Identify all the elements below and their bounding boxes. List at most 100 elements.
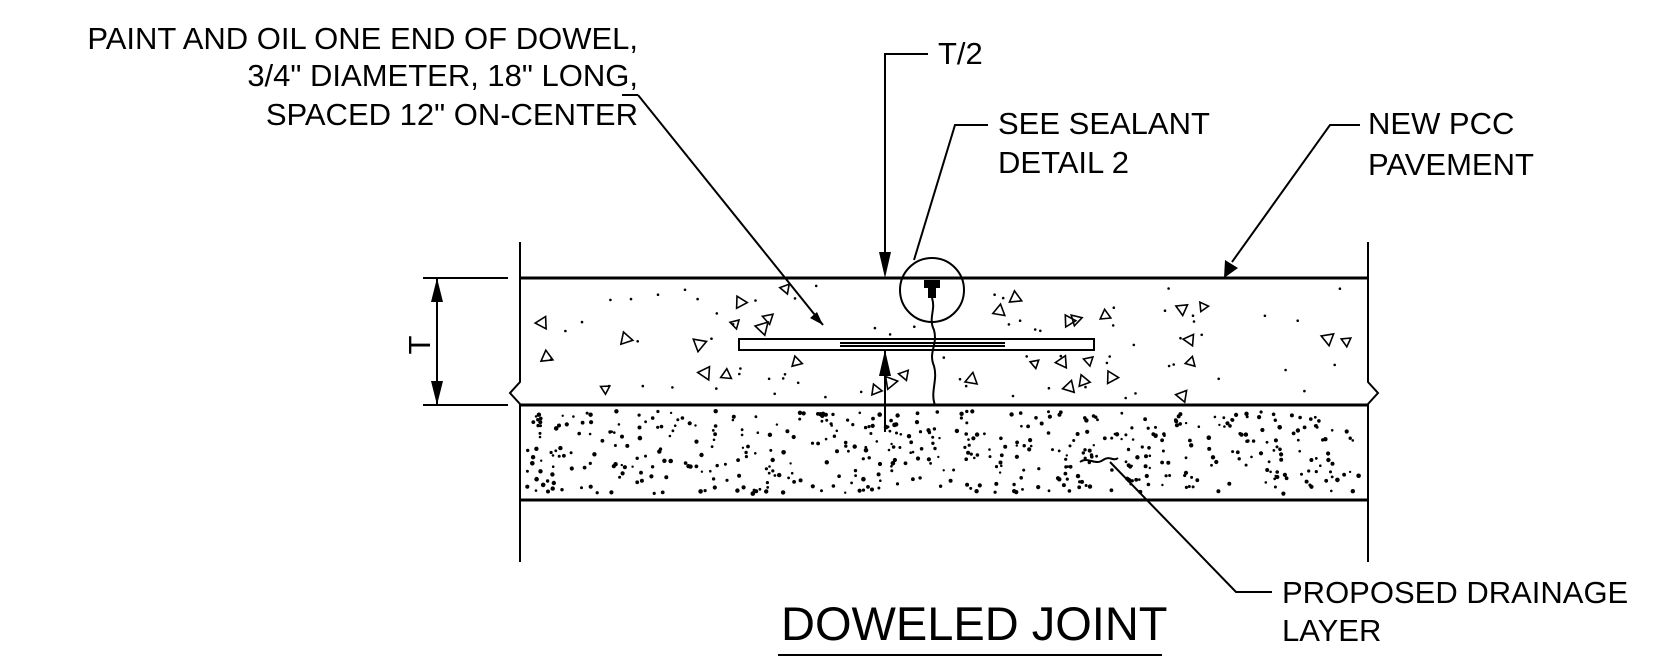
dowel-label-line-1: PAINT AND OIL ONE END OF DOWEL, bbox=[87, 21, 638, 56]
aggregate-dot bbox=[1001, 296, 1005, 300]
drainage-dot bbox=[1046, 431, 1051, 435]
aggregate-triangle bbox=[1174, 389, 1188, 404]
drainage-dot bbox=[843, 440, 848, 445]
drainage-dot bbox=[536, 412, 542, 417]
drainage-dot bbox=[1206, 435, 1212, 441]
drainage-dot bbox=[861, 476, 866, 482]
drainage-dot bbox=[932, 427, 937, 431]
drainage-dot bbox=[1126, 463, 1131, 468]
drainage-dot bbox=[1065, 454, 1069, 457]
drainage-dot bbox=[622, 465, 628, 470]
drainage-dot bbox=[1144, 473, 1149, 479]
aggregate-triangle bbox=[1106, 369, 1121, 385]
drainage-dot bbox=[1014, 454, 1020, 459]
drainage-dot bbox=[1330, 489, 1333, 493]
drainage-dot bbox=[954, 428, 960, 434]
drainage-dot bbox=[625, 443, 630, 448]
drainage-dot bbox=[926, 457, 932, 462]
drainage-dot bbox=[652, 491, 656, 495]
drainage-dot bbox=[1282, 472, 1287, 477]
drainage-dot bbox=[1061, 483, 1066, 488]
drainage-dot bbox=[1350, 489, 1356, 494]
drainage-dot bbox=[1020, 424, 1023, 428]
drainage-dot bbox=[1015, 440, 1019, 445]
drainage-dot bbox=[1051, 448, 1054, 452]
drainage-dot bbox=[1047, 414, 1052, 419]
drainage-dot bbox=[1081, 451, 1086, 455]
drainage-dot bbox=[1228, 424, 1232, 428]
aggregate-triangle bbox=[760, 313, 775, 326]
drainage-dot bbox=[1083, 448, 1087, 452]
drainage-dot bbox=[877, 461, 883, 467]
drainage-dot bbox=[1146, 482, 1151, 487]
drainage-dot bbox=[1230, 418, 1235, 422]
drainage-dot bbox=[1317, 419, 1321, 423]
drainage-dot bbox=[699, 452, 704, 458]
drainage-dot bbox=[1130, 426, 1134, 430]
drainage-dot bbox=[810, 441, 815, 445]
drainage-dot bbox=[1279, 457, 1284, 462]
drainage-dot bbox=[890, 465, 893, 468]
aggregate-triangle bbox=[533, 315, 547, 331]
drainage-dot bbox=[1273, 477, 1277, 481]
drainage-dot bbox=[1085, 429, 1090, 434]
drainage-dot bbox=[1302, 425, 1307, 430]
drainage-dot bbox=[1244, 411, 1249, 416]
aggregate-triangle bbox=[778, 282, 791, 296]
aggregate-triangle bbox=[753, 320, 770, 337]
drainage-dot bbox=[876, 472, 881, 477]
drainage-dot bbox=[844, 491, 847, 494]
drainage-dot bbox=[1087, 460, 1092, 465]
drainage-dot bbox=[1126, 447, 1131, 452]
aggregate-dot bbox=[1296, 319, 1299, 323]
drainage-dot bbox=[1218, 423, 1221, 427]
drainage-dot bbox=[1037, 467, 1041, 471]
drainage-dot bbox=[1348, 470, 1352, 474]
drainage-dot bbox=[1131, 438, 1135, 441]
drainage-dot bbox=[710, 445, 714, 448]
drainage-dot bbox=[561, 414, 564, 417]
drainage-dot bbox=[998, 471, 1002, 474]
drainage-dot bbox=[895, 413, 900, 418]
drainage-dot bbox=[1068, 464, 1073, 469]
drainage-dot bbox=[525, 484, 530, 489]
drainage-dot bbox=[767, 432, 773, 437]
drainage-dot bbox=[620, 434, 624, 439]
aggregate-dot bbox=[1112, 306, 1116, 310]
drainage-dot bbox=[1068, 444, 1072, 448]
aggregate-dot bbox=[1059, 354, 1063, 358]
drainage-dot bbox=[1227, 481, 1232, 486]
drainage-dot bbox=[1102, 436, 1107, 441]
drainage-dot bbox=[771, 469, 775, 473]
drainage-dot bbox=[1096, 418, 1099, 422]
drainage-dot bbox=[791, 434, 796, 440]
drainage-dot bbox=[1300, 472, 1303, 476]
aggregate-triangle bbox=[1198, 300, 1211, 314]
drainage-dot bbox=[620, 463, 623, 467]
drainage-dot bbox=[988, 448, 991, 451]
drainage-dot bbox=[534, 446, 539, 451]
drainage-dot bbox=[1197, 425, 1201, 429]
dowel-label-line-3: SPACED 12" ON-CENTER bbox=[266, 97, 638, 132]
drainage-dot bbox=[892, 457, 898, 463]
aggregate-triangle bbox=[1070, 313, 1084, 328]
drainage-dot bbox=[890, 469, 894, 473]
drainage-dot bbox=[971, 436, 976, 441]
drainage-dot bbox=[964, 457, 968, 462]
drainage-dot bbox=[790, 471, 794, 475]
drainage-dot bbox=[999, 436, 1003, 441]
aggregate-dot bbox=[671, 386, 674, 389]
drainage-dot bbox=[1214, 459, 1219, 465]
aggregate-triangle bbox=[1061, 378, 1076, 394]
drainage-dot bbox=[1140, 445, 1144, 449]
drainage-dot bbox=[754, 452, 757, 455]
drainage-dot bbox=[1222, 416, 1226, 420]
drainage-dot bbox=[1125, 476, 1130, 481]
drainage-dot bbox=[525, 469, 529, 473]
drainage-dot bbox=[540, 459, 543, 462]
drainage-dot bbox=[999, 453, 1004, 458]
drainage-dot bbox=[1207, 446, 1212, 451]
drainage-dot bbox=[746, 444, 750, 449]
drainage-dot bbox=[918, 476, 922, 480]
drainage-dot bbox=[1295, 428, 1301, 433]
